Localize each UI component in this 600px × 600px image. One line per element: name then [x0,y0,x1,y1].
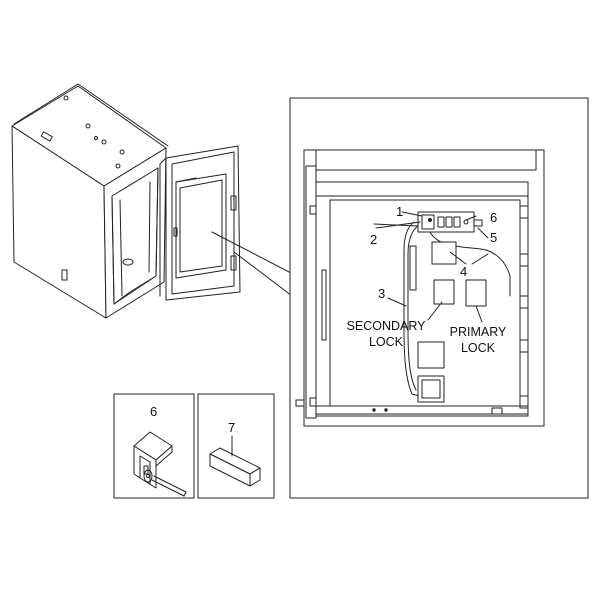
callout-7: 7 [228,420,235,435]
primary-lock-block [465,279,487,307]
lock-block-top [431,241,457,265]
callout-labels: 1 2 3 4 5 6 6 7 SECONDARY LOCK PRIMARY L… [150,204,507,435]
cabinet-overview [11,83,241,319]
callout-5: 5 [490,230,497,245]
callout-4: 4 [460,264,467,279]
secondary-lock-label-line1: SECONDARY [347,319,427,333]
part-7-box [197,393,275,499]
detail-view [289,97,589,499]
callout-3: 3 [378,286,385,301]
primary-lock-label-line1: PRIMARY [450,325,507,339]
primary-lock-label-line2: LOCK [461,341,496,355]
lock-plate [417,341,445,369]
callout-6-part-box: 6 [150,404,157,419]
callout-2: 2 [370,232,377,247]
secondary-lock-block [433,279,455,305]
secondary-lock-label-line2: LOCK [369,335,404,349]
callout-6: 6 [490,210,497,225]
part-6-box [113,393,195,499]
callout-1: 1 [396,204,403,219]
